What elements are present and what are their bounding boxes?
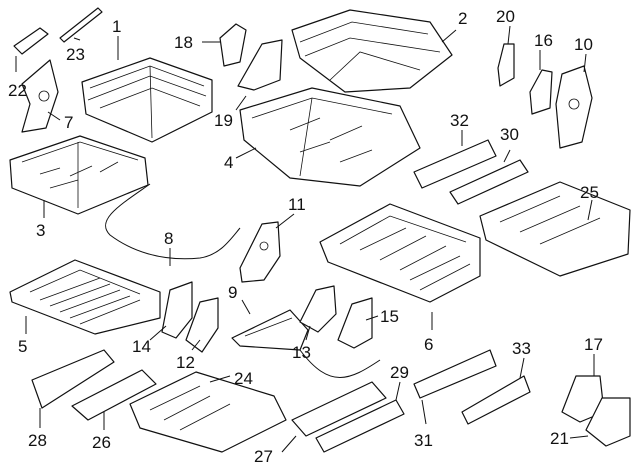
part-3-seat-cushion bbox=[9, 135, 149, 215]
part-15-cover bbox=[337, 297, 373, 349]
part-13-cover bbox=[299, 285, 337, 333]
callout-33: 33 bbox=[512, 339, 531, 358]
callout-26: 26 bbox=[92, 433, 111, 452]
callout-10: 10 bbox=[574, 35, 593, 54]
part-12-cover bbox=[185, 297, 219, 353]
callout-21: 21 bbox=[550, 429, 569, 448]
part-20-cover bbox=[497, 43, 515, 87]
callout-22: 22 bbox=[8, 81, 27, 100]
callout-20: 20 bbox=[496, 7, 515, 26]
callout-7: 7 bbox=[64, 113, 73, 132]
part-6-seat-frame bbox=[319, 203, 481, 303]
part-27-track bbox=[291, 381, 387, 437]
callout-28: 28 bbox=[28, 431, 47, 450]
part-14-cover bbox=[161, 281, 193, 339]
part-19-cover bbox=[237, 39, 283, 91]
callout-8: 8 bbox=[164, 229, 173, 248]
part-11-side-bracket bbox=[239, 221, 281, 283]
part-22-handle bbox=[13, 27, 49, 55]
part-26-track bbox=[71, 369, 157, 421]
part-25-track-assembly bbox=[479, 181, 631, 277]
callout-6: 6 bbox=[424, 335, 433, 354]
callout-27: 27 bbox=[254, 447, 273, 466]
callout-13: 13 bbox=[292, 343, 311, 362]
callout-12: 12 bbox=[176, 353, 195, 372]
callout-11: 11 bbox=[288, 195, 306, 214]
part-16-cover bbox=[529, 69, 553, 115]
callouts: 1 2 3 4 5 6 7 8 9 10 11 12 13 14 15 16 1 bbox=[8, 7, 603, 466]
callout-1: 1 bbox=[112, 17, 121, 36]
part-5-seat-frame bbox=[9, 259, 161, 335]
callout-16: 16 bbox=[534, 31, 553, 50]
callout-19: 19 bbox=[214, 111, 233, 130]
part-32-rail bbox=[413, 139, 497, 189]
part-33-rail bbox=[461, 375, 531, 425]
part-10-recliner bbox=[555, 65, 593, 149]
callout-24: 24 bbox=[234, 369, 253, 388]
callout-31: 31 bbox=[414, 431, 433, 450]
part-23-rod bbox=[59, 7, 103, 43]
part-31-rail bbox=[413, 349, 497, 399]
part-7-hinge-bracket bbox=[21, 59, 59, 133]
part-21-cover bbox=[585, 397, 631, 447]
part-17-cover bbox=[561, 375, 605, 423]
part-18-handle bbox=[219, 23, 247, 67]
callout-32: 32 bbox=[450, 111, 469, 130]
callout-4: 4 bbox=[224, 153, 233, 172]
callout-3: 3 bbox=[36, 221, 45, 240]
part-9-recliner-track bbox=[231, 309, 381, 378]
callout-9: 9 bbox=[228, 283, 237, 302]
callout-17: 17 bbox=[584, 335, 603, 354]
callout-29: 29 bbox=[390, 363, 409, 382]
part-8-cable bbox=[105, 183, 241, 260]
callout-14: 14 bbox=[132, 337, 151, 356]
callout-5: 5 bbox=[18, 337, 27, 356]
callout-2: 2 bbox=[458, 9, 467, 28]
part-2-seat-back bbox=[291, 9, 453, 93]
part-28-rail bbox=[31, 349, 115, 409]
callout-15: 15 bbox=[380, 307, 399, 326]
part-4-seat-cushion bbox=[239, 87, 421, 187]
callout-30: 30 bbox=[500, 125, 519, 144]
callout-18: 18 bbox=[174, 33, 193, 52]
callout-23: 23 bbox=[66, 45, 85, 64]
part-29-rail bbox=[315, 399, 405, 453]
part-24-track-assembly bbox=[129, 371, 287, 453]
part-30-rail bbox=[449, 159, 529, 205]
part-1-seat-cushion bbox=[81, 57, 213, 143]
callout-25: 25 bbox=[580, 183, 599, 202]
